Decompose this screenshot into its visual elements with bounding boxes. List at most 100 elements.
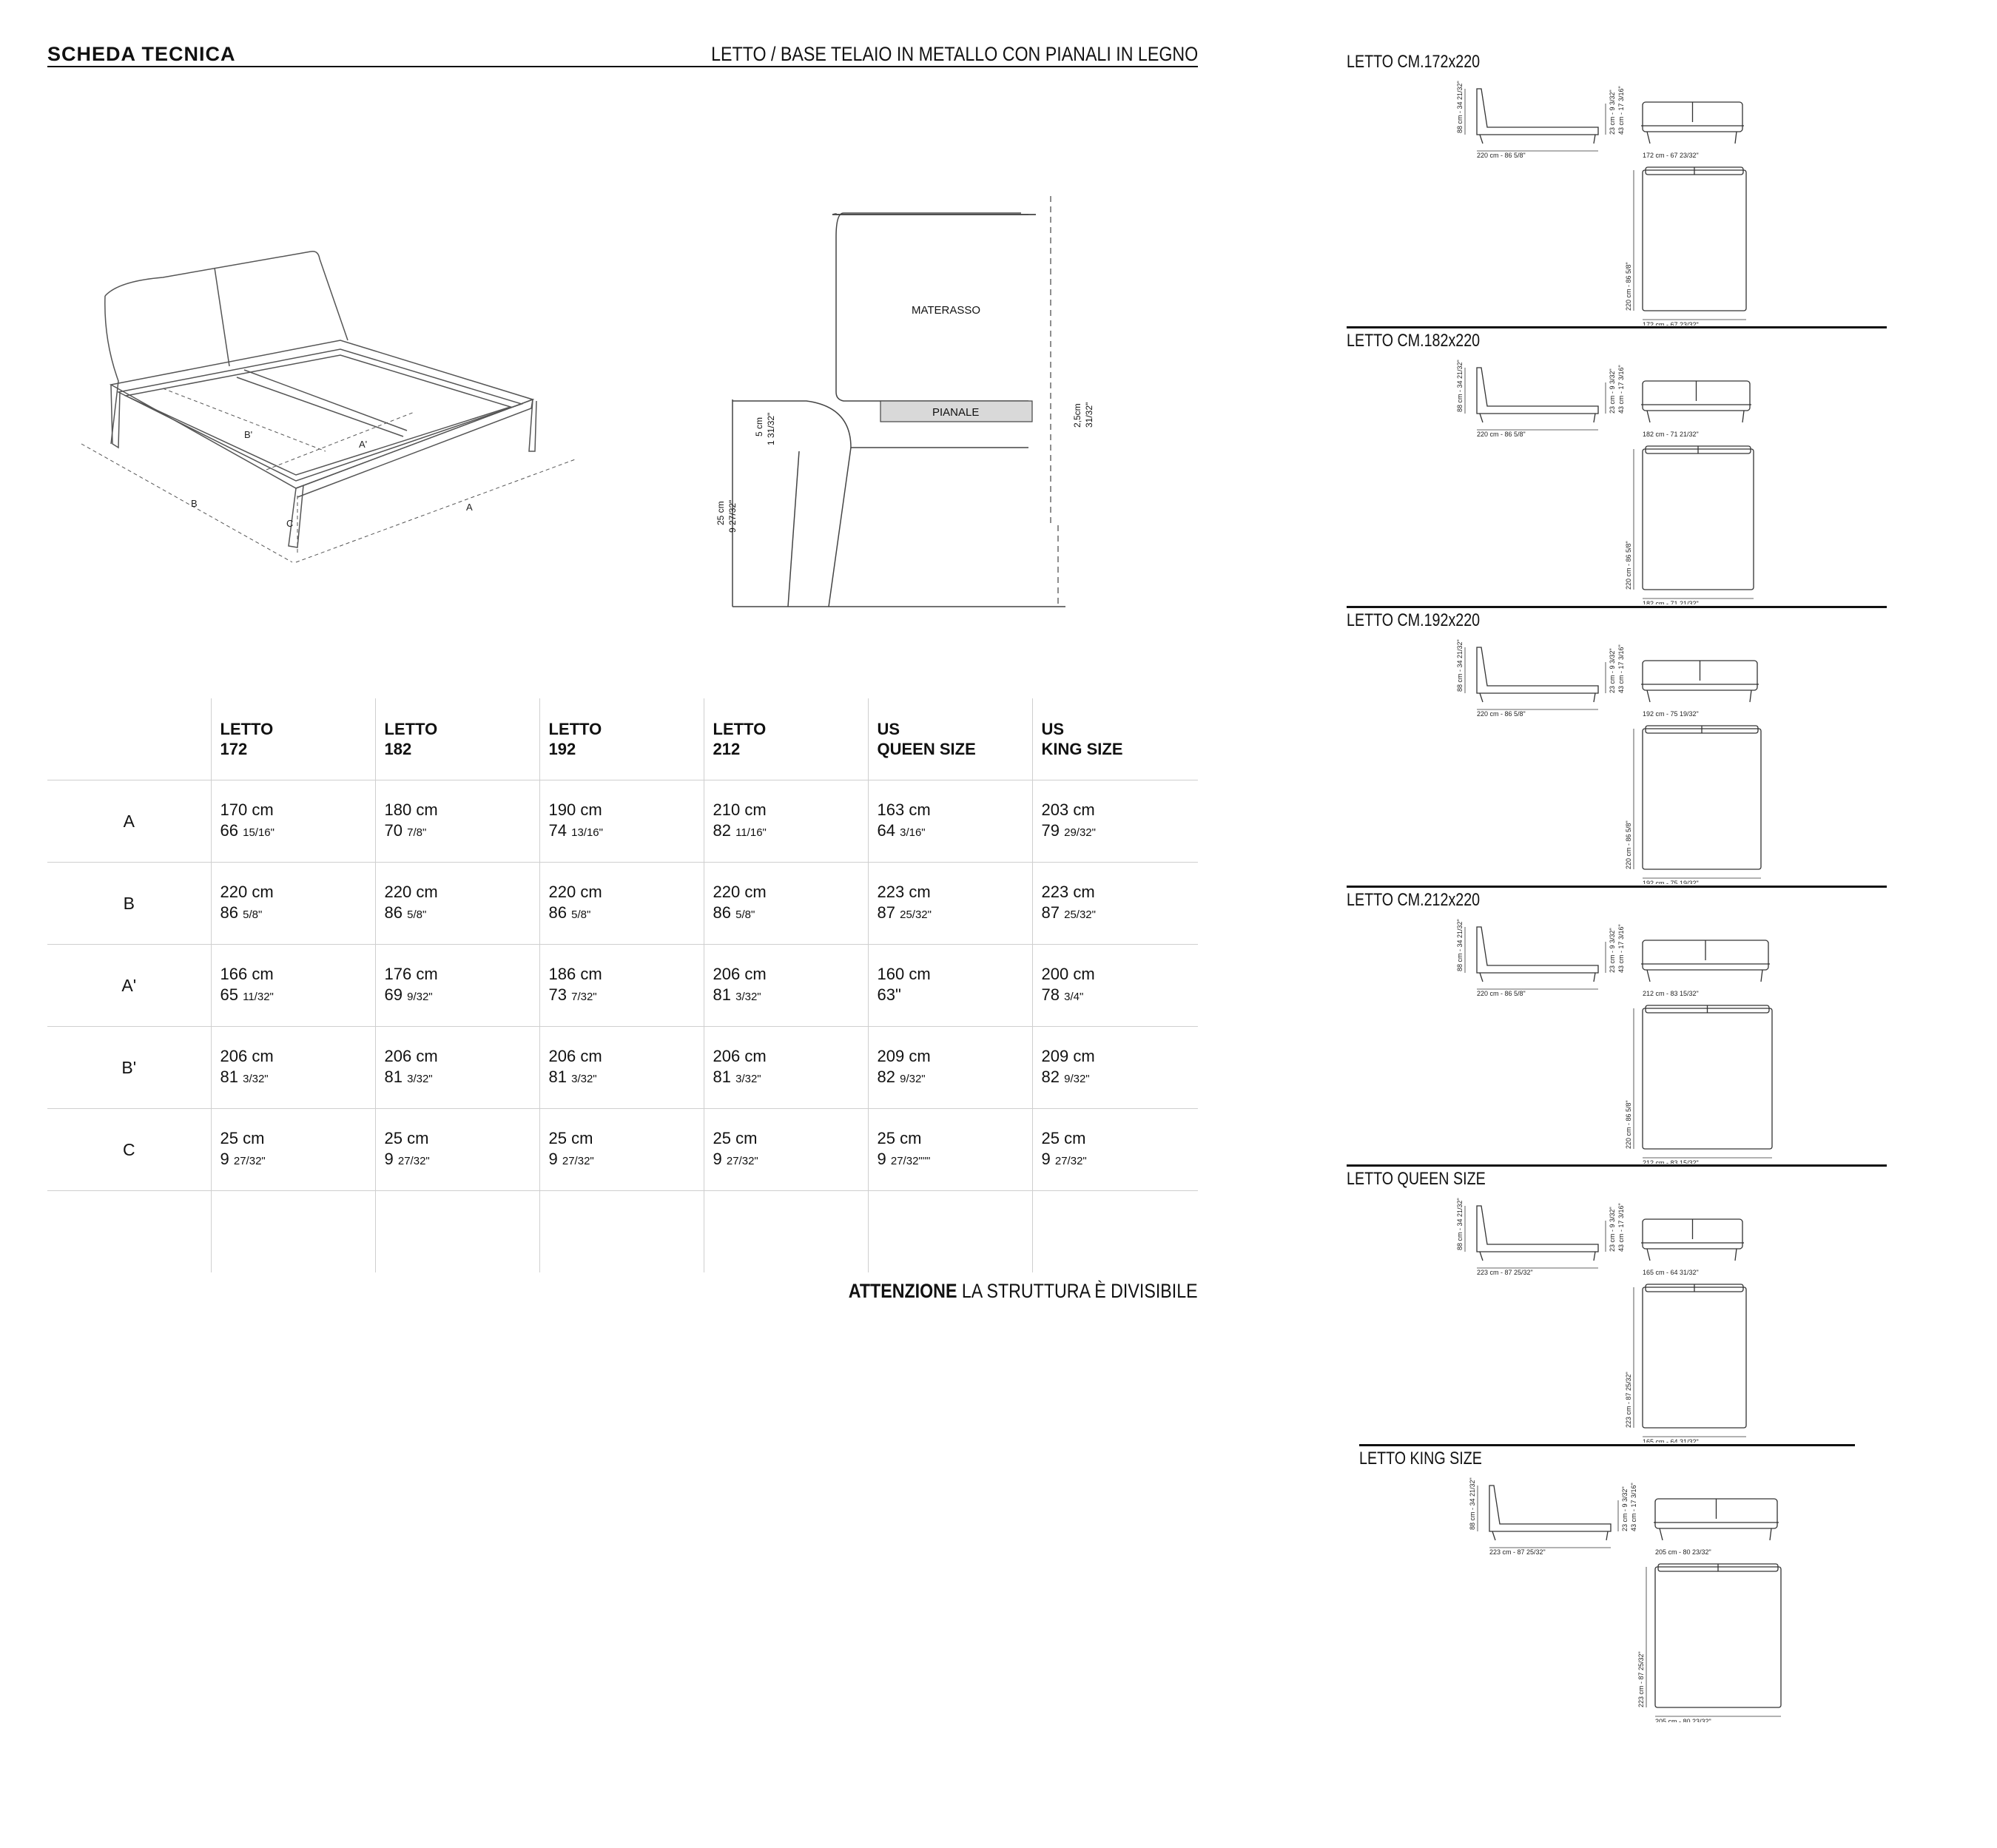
cell-inch: 9 27/32" [220,1149,375,1172]
side-height-dim: 88 cm - 34 21/32" [1456,360,1464,412]
plan-width-dim: 182 cm - 71 21/32" [1643,600,1699,604]
cell-inch-fraction: 13/16" [571,826,603,839]
size-title: LETTO KING SIZE [1359,1449,1482,1468]
front-width-dim: 192 cm - 75 19/32" [1643,710,1699,718]
table-cell-empty [867,1190,1032,1272]
plan-width-dim: 192 cm - 75 19/32" [1643,880,1699,884]
table-cell: 186 cm 73 7/32" [539,944,704,1027]
size-divider [1347,326,1887,328]
front-height-2-dim: 43 cm - 17 3/16" [1617,644,1625,693]
cell-inch-whole: 86 [548,903,567,922]
cell-inch-whole: 9 [713,1149,722,1168]
cell-cm: 186 cm [548,964,602,983]
cell-inch-whole: 87 [1041,903,1060,922]
cell-inch: 9 27/32" [385,1149,539,1172]
size-drawing: 88 cm - 34 21/32" 223 cm - 87 25/32" 23 … [1469,1477,1782,1722]
notice: ATTENZIONE LA STRUTTURA È DIVISIBILE [849,1280,1198,1303]
cell-inch: 63" [878,985,1032,1008]
cell-cm: 166 cm [220,964,274,983]
cell-cm: 223 cm [1041,882,1095,901]
size-drawing: 88 cm - 34 21/32" 220 cm - 86 5/8" 23 cm… [1456,81,1747,326]
dim-5in: 1 31/32" [766,413,776,445]
side-height-dim: 88 cm - 34 21/32" [1456,639,1464,692]
front-height-1-dim: 23 cm - 9 3/32" [1609,928,1616,973]
row-label: A [47,780,211,863]
cell-cm: 25 cm [713,1128,758,1147]
size-divider [1359,1444,1855,1446]
plan-width-dim: 172 cm - 67 23/32" [1643,321,1699,326]
cell-inch: 81 3/32" [220,1067,375,1090]
size-title: LETTO CM.182x220 [1347,331,1481,351]
cell-cm: 25 cm [220,1128,265,1147]
cell-cm: 163 cm [877,800,931,819]
dim-label-b-prime: B' [244,429,252,440]
cell-inch-whole: 69 [384,985,403,1004]
cell-cm: 206 cm [220,1046,274,1065]
front-height-1-dim: 23 cm - 9 3/32" [1609,90,1616,135]
pianale-board [880,400,1033,422]
notice-text: LA STRUTTURA È DIVISIBILE [957,1280,1198,1302]
cell-inch-fraction: 5/8" [243,908,263,921]
cell-inch-whole: 87 [877,903,895,922]
cell-inch-fraction: 15/16" [243,826,275,839]
cell-inch-fraction: 27/32" [1054,1154,1087,1167]
cell-cm: 206 cm [384,1046,438,1065]
side-height-dim: 88 cm - 34 21/32" [1456,1198,1464,1250]
cell-inch-fraction: 25/32" [1064,908,1096,921]
cell-cm: 25 cm [548,1128,593,1147]
table-row-empty [47,1190,1198,1272]
cell-inch-whole: 86 [713,903,731,922]
cell-inch: 86 5/8" [220,903,375,925]
cell-cm: 25 cm [384,1128,429,1147]
cell-inch-whole: 74 [548,820,567,840]
cell-inch-whole: 9 [877,1149,886,1168]
cell-inch: 65 11/32" [220,985,375,1008]
cell-inch: 78 3/4" [1042,985,1199,1008]
size-title: LETTO CM.212x220 [1347,890,1481,910]
cell-inch: 82 9/32" [1042,1067,1199,1090]
header-rule [47,66,1198,67]
cell-inch: 74 13/16" [549,820,704,843]
table-cell: 223 cm 87 25/32" [1031,862,1198,945]
dim-25in: 9 27/32" [727,500,738,533]
side-length-dim: 220 cm - 86 5/8" [1477,431,1526,438]
cell-inch-fraction: 7/8" [407,826,427,839]
front-width-dim: 172 cm - 67 23/32" [1643,152,1699,159]
front-height-1-dim: 23 cm - 9 3/32" [1621,1486,1629,1531]
plan-width-dim: 205 cm - 80 23/32" [1655,1718,1711,1722]
cell-inch-whole: 9 [1041,1149,1051,1168]
front-height-2-dim: 43 cm - 17 3/16" [1617,86,1625,135]
cell-inch-fraction: 3/32" [735,990,761,1003]
cell-cm: 206 cm [713,964,767,983]
cell-inch-whole: 9 [220,1149,229,1168]
cell-inch: 66 15/16" [220,820,375,843]
size-divider [1347,886,1887,888]
size-title: LETTO QUEEN SIZE [1347,1169,1486,1189]
cell-cm: 190 cm [548,800,602,819]
plan-width-dim: 165 cm - 64 31/32" [1643,1438,1699,1443]
dim-25cm: 25 cm [715,501,726,525]
table-cell-empty [210,1190,375,1272]
cell-inch-whole: 65 [220,985,238,1004]
dim-label-a-prime: A' [359,439,367,450]
front-width-dim: 182 cm - 71 21/32" [1643,431,1699,438]
materasso-label: MATERASSO [912,304,980,317]
cell-inch: 9 27/32" [1042,1149,1199,1172]
cell-inch: 73 7/32" [549,985,704,1008]
